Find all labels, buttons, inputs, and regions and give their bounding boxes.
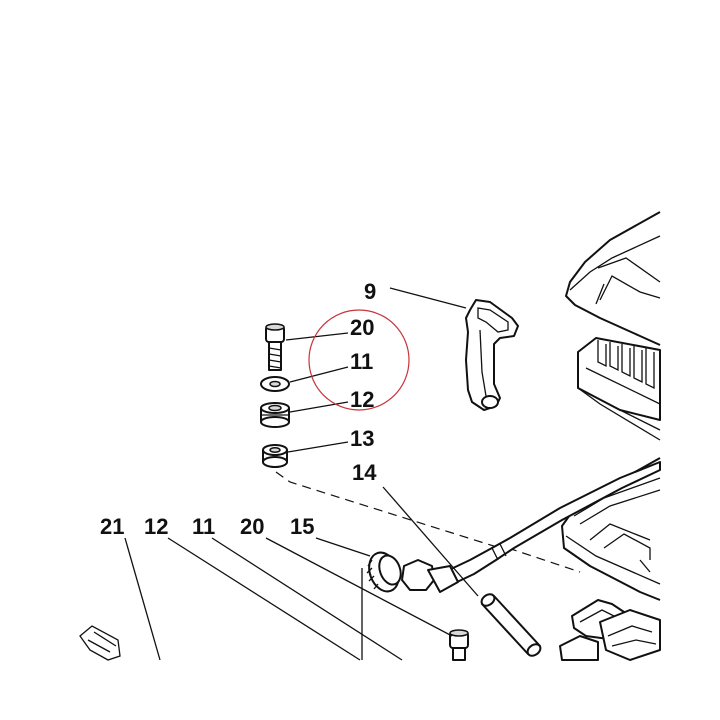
callout-21: 21 <box>100 514 124 539</box>
lower-cap-screw-part <box>449 629 469 661</box>
callout-14: 14 <box>352 460 377 485</box>
leader-lines <box>124 287 479 661</box>
spacer-bush-part <box>262 444 288 468</box>
assembly-axis-line-2 <box>507 547 581 573</box>
hose-clamp-part <box>366 551 402 593</box>
louvre-fins <box>597 340 655 390</box>
highlight-circle <box>308 309 410 411</box>
callout-20-upper: 20 <box>350 315 374 340</box>
machine-housing <box>559 211 661 661</box>
callout-12-upper: 12 <box>350 387 374 412</box>
cap-screw-part <box>265 323 285 371</box>
assembly-axis-line <box>275 471 501 549</box>
handle-bracket-part <box>465 299 519 411</box>
callout-11-upper: 11 <box>350 349 373 374</box>
callout-13: 13 <box>350 426 374 451</box>
callout-11-lower: 11 <box>192 514 215 539</box>
callout-12-lower: 12 <box>144 514 168 539</box>
callout-9: 9 <box>364 279 376 304</box>
callout-15: 15 <box>290 514 314 539</box>
washer-part <box>260 376 290 392</box>
grommet-part <box>260 402 290 428</box>
pin-part <box>480 593 542 657</box>
part-tag-sketch <box>79 625 121 661</box>
hose-part <box>401 461 661 593</box>
callout-20-lower: 20 <box>240 514 264 539</box>
